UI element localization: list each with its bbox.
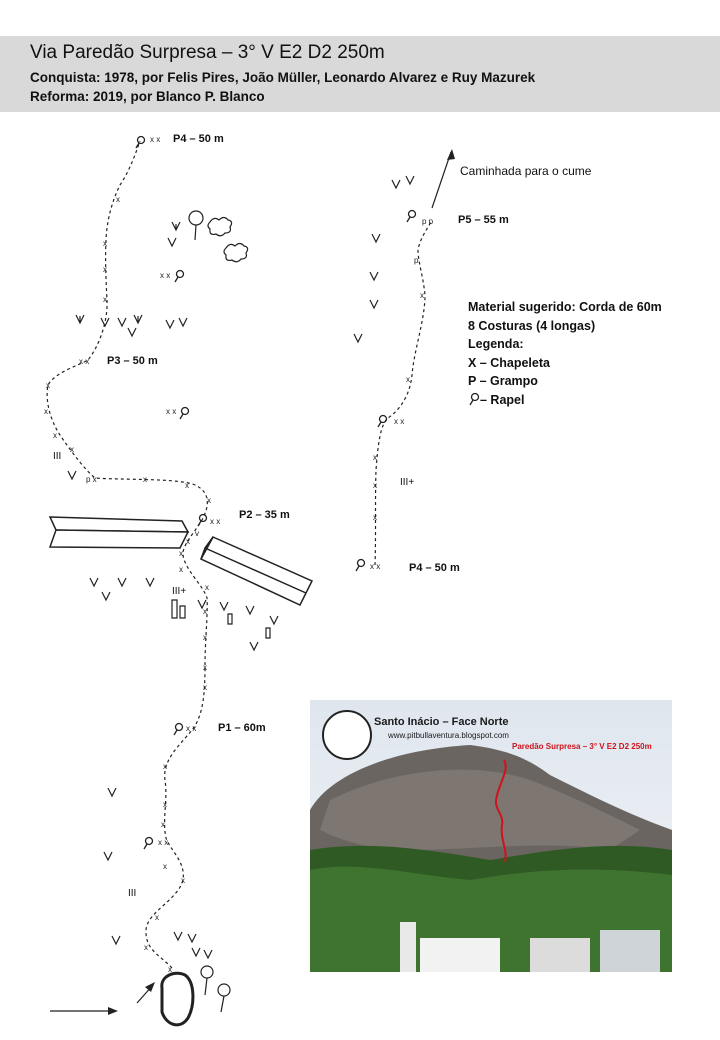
svg-text:x: x	[373, 481, 377, 490]
svg-text:x: x	[70, 445, 74, 454]
boulder	[162, 973, 193, 1025]
svg-text:x: x	[53, 431, 57, 440]
grade-label: III+	[400, 477, 414, 488]
svg-text:x: x	[161, 820, 165, 829]
svg-text:x: x	[181, 876, 185, 885]
legend-grampo: P – Grampo	[468, 372, 662, 391]
material-text: Material sugerido: Corda de 60m	[468, 298, 662, 317]
legend-chapeleta: X – Chapeleta	[468, 354, 662, 373]
svg-text:x: x	[207, 496, 211, 505]
svg-text:x: x	[406, 375, 410, 384]
pitch-label-p1: P1 – 60m	[218, 722, 266, 734]
svg-text:x x: x x	[158, 838, 168, 847]
legend-rapel: – Rapel	[468, 391, 662, 410]
svg-text:x: x	[103, 295, 107, 304]
photo-title: Santo Inácio – Face Norte	[374, 716, 508, 728]
svg-text:x x: x x	[210, 517, 220, 526]
svg-text:x: x	[185, 481, 189, 490]
svg-text:x: x	[203, 633, 207, 642]
svg-text:x: x	[373, 513, 377, 522]
pitch-label-p4-right: P4 – 50 m	[409, 562, 460, 574]
svg-text:x: x	[179, 549, 183, 558]
svg-text:x: x	[168, 965, 172, 974]
grade-label: III	[53, 451, 61, 462]
photo-url: www.pitbullaventura.blogspot.com	[388, 731, 509, 740]
svg-text:x: x	[373, 453, 377, 462]
svg-text:x x: x x	[160, 271, 170, 280]
svg-text:v: v	[195, 529, 199, 538]
route-line-right	[375, 220, 432, 565]
svg-text:x: x	[203, 663, 207, 672]
bush-icon	[208, 218, 248, 262]
svg-text:x: x	[103, 265, 107, 274]
tree-icon	[189, 211, 230, 1012]
photo-route-label: Paredão Surpresa – 3° V E2 D2 250m	[512, 742, 652, 751]
pitch-label-p3: P3 – 50 m	[107, 355, 158, 367]
svg-text:x: x	[205, 583, 209, 592]
summit-arrow	[432, 152, 451, 208]
svg-text:x x: x x	[79, 357, 89, 366]
pitbull-logo	[322, 710, 372, 760]
svg-text:x: x	[103, 239, 107, 248]
roof-left	[50, 517, 188, 548]
svg-text:x x: x x	[166, 407, 176, 416]
svg-text:x: x	[46, 381, 50, 390]
svg-text:x: x	[179, 565, 183, 574]
route-line-left	[47, 141, 207, 968]
svg-text:p p: p p	[422, 217, 434, 226]
svg-text:x: x	[144, 943, 148, 952]
costuras-text: 8 Costuras (4 longas)	[468, 317, 662, 336]
svg-text:x x: x x	[186, 724, 196, 733]
svg-text:x: x	[203, 683, 207, 692]
svg-text:p: p	[414, 256, 419, 265]
pitch-label-p2: P2 – 35 m	[239, 509, 290, 521]
svg-text:x x: x x	[150, 135, 160, 144]
svg-text:x: x	[186, 537, 190, 546]
svg-text:x: x	[116, 195, 120, 204]
summit-walk-text: Caminhada para o cume	[460, 164, 591, 178]
pitch-label-p4-left: P4 – 50 m	[173, 133, 224, 145]
svg-text:x x: x x	[370, 562, 380, 571]
cactus-icon	[172, 600, 270, 638]
svg-text:x: x	[420, 291, 424, 300]
svg-text:x: x	[163, 862, 167, 871]
svg-text:x: x	[163, 800, 167, 809]
legend-title: Legenda:	[468, 335, 662, 354]
roof-right	[201, 537, 312, 605]
svg-text:x: x	[143, 475, 147, 484]
pitch-label-p5: P5 – 55 m	[458, 214, 509, 226]
legend-box: Material sugerido: Corda de 60m 8 Costur…	[468, 298, 662, 409]
svg-text:x: x	[44, 407, 48, 416]
grade-label: III	[128, 888, 136, 899]
legend-rapel-label: – Rapel	[480, 393, 524, 407]
svg-text:x: x	[155, 913, 159, 922]
svg-text:x x: x x	[394, 417, 404, 426]
svg-text:p x: p x	[86, 475, 97, 484]
svg-text:x: x	[203, 607, 207, 616]
grade-label: III+	[172, 586, 186, 597]
svg-text:x: x	[163, 762, 167, 771]
mountain-photo: Santo Inácio – Face Norte www.pitbullave…	[310, 700, 672, 972]
